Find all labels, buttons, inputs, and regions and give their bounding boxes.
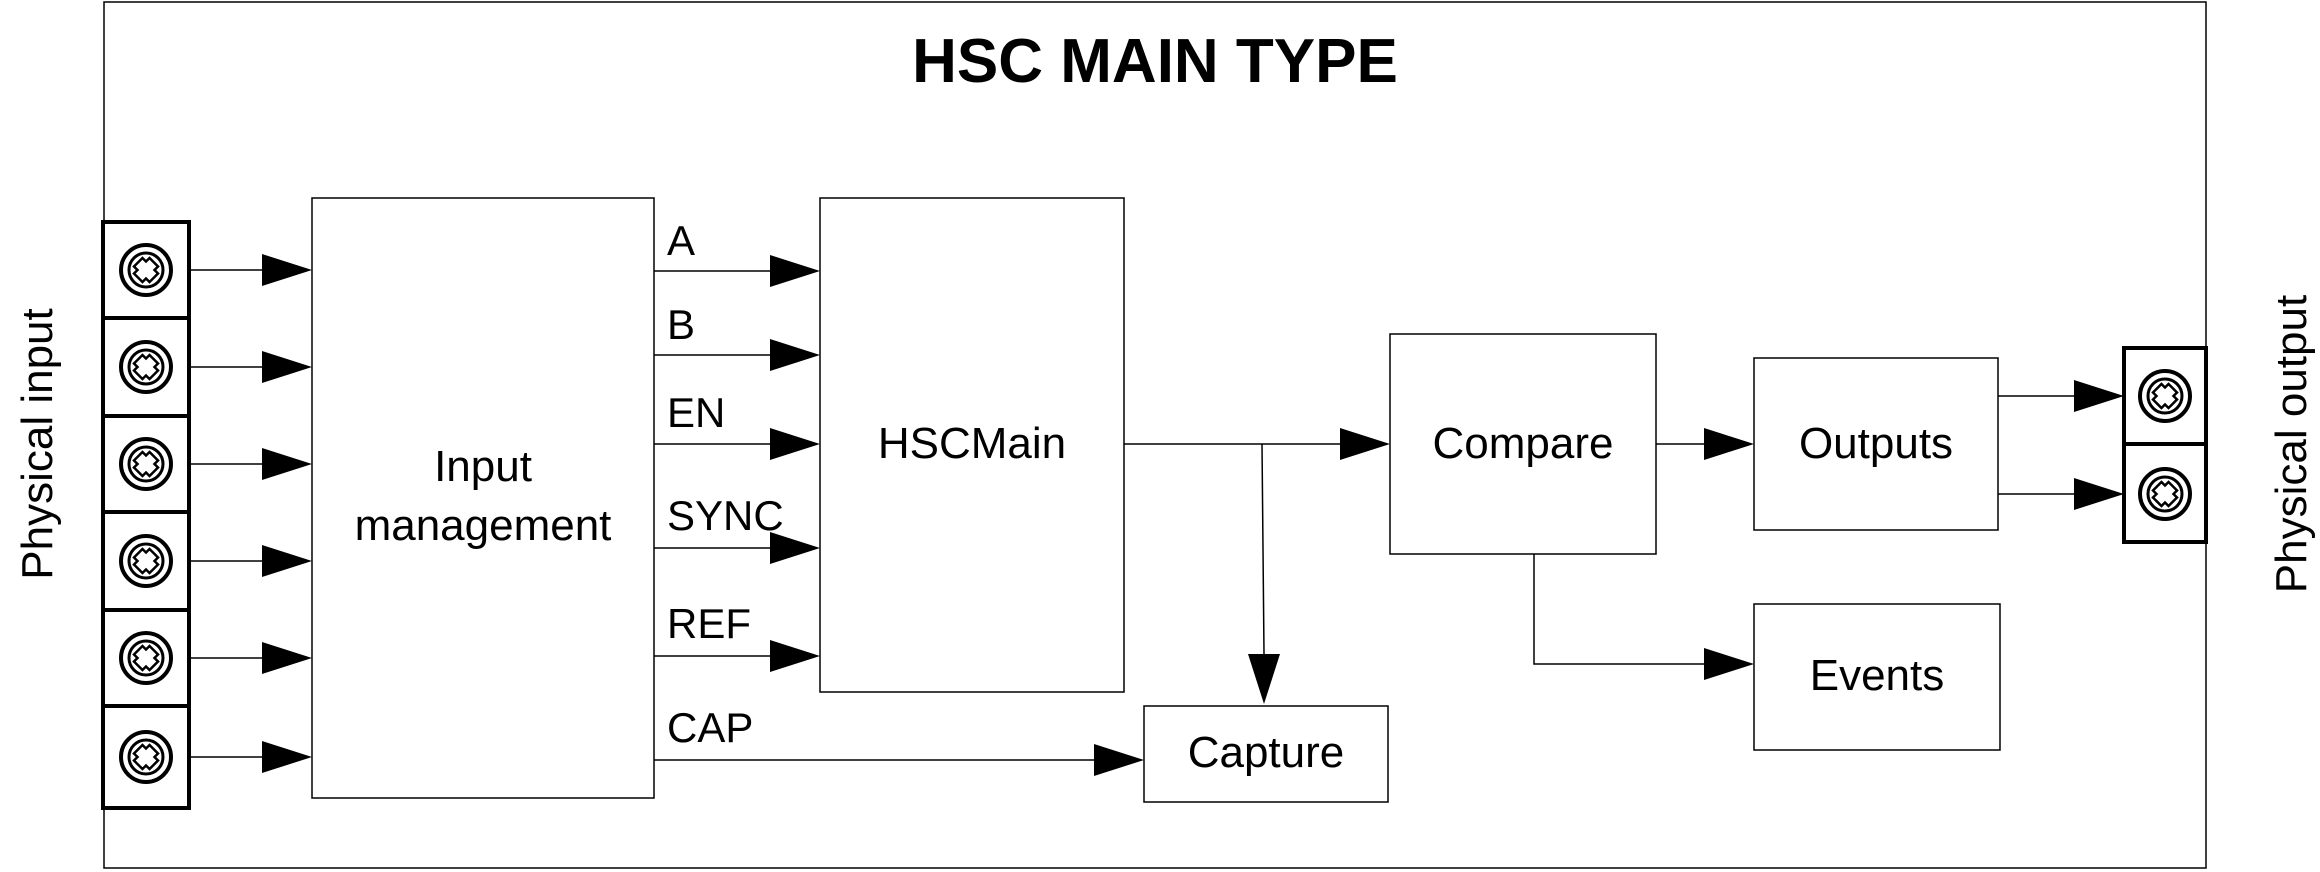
terminal-screw-icon [119, 730, 173, 784]
output-terminal-block [2122, 346, 2208, 544]
terminal-screw-icon [2138, 467, 2192, 521]
capture-block [1143, 705, 1389, 803]
terminal-screw-icon [119, 340, 173, 394]
terminal-screw-icon [119, 534, 173, 588]
physical-input-label: Physical input [13, 308, 62, 579]
signal-label-b: B [667, 301, 695, 348]
input-management-label-line1: Input [434, 442, 532, 491]
input-terminal-block [101, 220, 191, 810]
compare-label: Compare [1433, 419, 1614, 468]
signal-label-en: EN [667, 389, 725, 436]
signal-label-ref: REF [667, 600, 751, 647]
terminal-screw-icon [119, 243, 173, 297]
terminal-screw-icon [119, 437, 173, 491]
input-management-block [311, 197, 655, 799]
output-wires [1998, 380, 2124, 510]
signal-label-cap: CAP [667, 704, 753, 751]
signal-wires [654, 255, 1144, 776]
physical-output-label: Physical output [2267, 295, 2316, 593]
terminal-screw-icon [2138, 369, 2192, 423]
signal-label-sync: SYNC [667, 492, 784, 539]
input-wires [189, 254, 312, 773]
compare-block [1389, 333, 1657, 555]
terminal-screw-icon [119, 631, 173, 685]
events-block [1753, 603, 2001, 751]
input-management-label-line2: management [355, 501, 612, 550]
diagram-title: HSC MAIN TYPE [912, 27, 1398, 96]
outputs-label: Outputs [1799, 419, 1953, 468]
capture-label: Capture [1188, 728, 1345, 777]
outputs-block [1753, 357, 1999, 531]
hscmain-block [819, 197, 1125, 693]
hscmain-label: HSCMain [878, 419, 1066, 468]
events-label: Events [1810, 651, 1945, 700]
hscmain-output-wires [1124, 428, 1390, 704]
signal-label-a: A [667, 217, 695, 264]
compare-output-wires [1533, 428, 1754, 680]
